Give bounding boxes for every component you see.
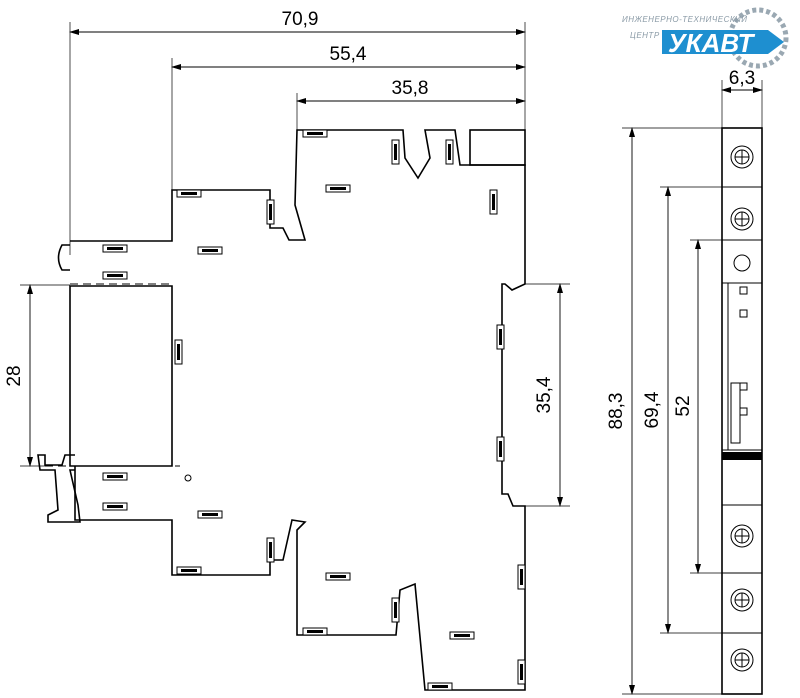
logo-brand: УКАВТ <box>668 28 756 58</box>
label-side-inner: 52 <box>673 395 694 416</box>
label-total-length: 70,9 <box>282 9 319 30</box>
screw-icon <box>730 588 754 612</box>
logo-banner <box>662 30 784 54</box>
screw-icon <box>730 145 754 169</box>
dimension-total-length: 70,9 <box>69 9 526 255</box>
screw-icon <box>730 648 754 672</box>
terminal-slots <box>102 129 475 691</box>
vertical-slots <box>174 139 526 685</box>
screw-icon <box>730 524 754 548</box>
socket-front-view <box>37 129 526 691</box>
dimension-side-mid: 69,4 <box>642 186 722 634</box>
label-top-length: 35,8 <box>392 78 429 99</box>
screw-terminals <box>730 145 754 672</box>
screw-icon <box>730 207 754 231</box>
label-side-width: 6,3 <box>729 68 755 89</box>
dimension-side-total: 88,3 <box>606 127 722 695</box>
label-mid-length: 55,4 <box>330 44 367 65</box>
dimension-contact-height: 35,4 <box>525 283 570 507</box>
label-side-total: 88,3 <box>606 393 627 430</box>
logo-line2: ЦЕНТР <box>630 31 660 40</box>
dimension-side-inner: 52 <box>673 239 722 574</box>
label-side-mid: 69,4 <box>642 391 663 428</box>
dimension-top-length: 35,8 <box>296 78 526 130</box>
dimension-side-width: 6,3 <box>721 68 763 128</box>
company-logo: ИНЖЕНЕРНО-ТЕХНИЧЕСКИЙ ЦЕНТР УКАВТ <box>622 7 789 69</box>
dimension-rail-height: 28 <box>4 284 70 467</box>
label-rail-height: 28 <box>4 365 25 386</box>
dimension-mid-length: 55,4 <box>171 44 526 190</box>
label-contact-height: 35,4 <box>534 376 555 413</box>
socket-side-view <box>721 127 763 695</box>
logo-line1: ИНЖЕНЕРНО-ТЕХНИЧЕСКИЙ <box>622 15 748 24</box>
